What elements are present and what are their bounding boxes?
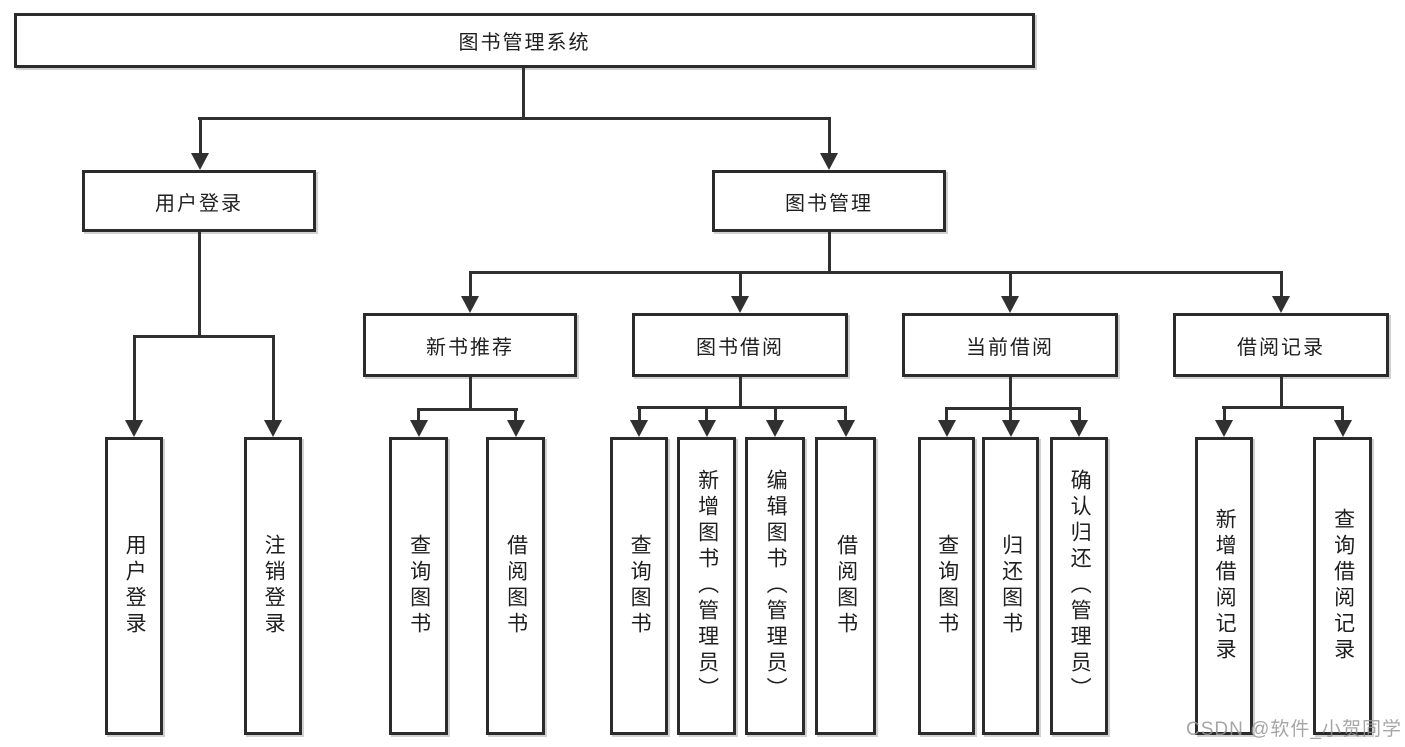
leaf-label: 借阅图书 — [504, 534, 528, 638]
leaf-label: 编辑图书（管理员） — [764, 469, 788, 703]
arrow-down-icon — [637, 406, 641, 420]
connector-line — [1222, 406, 1344, 409]
arrow-down-icon — [844, 406, 847, 420]
leaf-confirm-return-admin: 确认归还（管理员） — [1050, 437, 1108, 735]
arrow-down-icon — [1341, 406, 1344, 420]
leaf-label: 归还图书 — [999, 534, 1023, 638]
connector-line — [1008, 377, 1012, 407]
connector-line — [468, 377, 472, 408]
arrow-down-icon — [827, 117, 831, 153]
connector-line — [827, 232, 831, 273]
arrow-down-icon — [945, 407, 948, 420]
connector-line — [197, 232, 201, 335]
leaf-label: 借阅图书 — [834, 534, 858, 638]
leaf-label: 确认归还（管理员） — [1068, 469, 1092, 703]
connector-line — [738, 377, 742, 406]
arrow-down-icon — [1279, 271, 1283, 296]
leaf-label: 用户登录 — [123, 534, 147, 638]
arrow-down-icon — [705, 406, 708, 420]
arrow-down-icon — [132, 335, 136, 420]
leaf-query-borrow-record: 查询借阅记录 — [1313, 437, 1372, 735]
node-label: 图书借阅 — [696, 336, 784, 359]
arrow-down-icon — [468, 271, 472, 296]
connector-line — [637, 406, 847, 409]
node-borrow-records: 借阅记录 — [1173, 313, 1389, 377]
arrow-down-icon — [417, 408, 420, 420]
leaf-label: 新增借阅记录 — [1213, 508, 1237, 664]
node-label: 用户登录 — [155, 192, 243, 215]
arrow-down-icon — [1077, 407, 1081, 420]
leaf-label: 查询借阅记录 — [1331, 508, 1355, 664]
connector-line — [1279, 377, 1283, 406]
leaf-edit-books-admin: 编辑图书（管理员） — [745, 437, 805, 735]
node-label: 当前借阅 — [966, 336, 1054, 359]
leaf-return-books: 归还图书 — [982, 437, 1039, 735]
node-label: 图书管理 — [785, 192, 873, 215]
csdn-watermark: CSDN @软件_小贺同学 — [1186, 719, 1402, 740]
node-label: 新书推荐 — [426, 336, 514, 359]
leaf-label: 注销登录 — [262, 534, 286, 638]
leaf-query-books-recommend: 查询图书 — [389, 437, 448, 735]
connector-line — [198, 117, 831, 120]
connector-line — [522, 68, 525, 117]
leaf-user-login: 用户登录 — [105, 437, 163, 735]
arrow-down-icon — [1222, 406, 1226, 420]
arrow-down-icon — [514, 408, 517, 420]
node-current-borrow: 当前借阅 — [902, 313, 1118, 377]
arrow-down-icon — [1008, 271, 1012, 296]
connector-line — [132, 335, 274, 338]
leaf-borrow-books: 借阅图书 — [815, 437, 876, 735]
leaf-borrow-books-recommend: 借阅图书 — [486, 437, 545, 735]
leaf-label: 查询图书 — [628, 534, 652, 638]
node-root: 图书管理系统 — [14, 13, 1035, 68]
leaf-query-books: 查询图书 — [610, 437, 668, 735]
leaf-logout: 注销登录 — [244, 437, 302, 735]
arrow-down-icon — [738, 271, 742, 296]
arrow-down-icon — [773, 406, 777, 420]
node-user-login: 用户登录 — [82, 170, 316, 232]
leaf-add-borrow-record: 新增借阅记录 — [1195, 437, 1253, 735]
arrow-down-icon — [271, 335, 275, 420]
connector-line — [417, 408, 518, 411]
leaf-label: 新增图书（管理员） — [695, 469, 719, 703]
leaf-add-books-admin: 新增图书（管理员） — [677, 437, 736, 735]
node-root-label: 图书管理系统 — [458, 32, 591, 54]
leaf-query-books-current: 查询图书 — [918, 437, 975, 735]
connector-line — [468, 271, 1283, 274]
node-label: 借阅记录 — [1237, 336, 1325, 359]
node-book-management: 图书管理 — [712, 170, 946, 232]
node-new-book-recommend: 新书推荐 — [363, 313, 577, 377]
leaf-label: 查询图书 — [407, 534, 431, 638]
node-book-borrow: 图书借阅 — [632, 313, 848, 377]
connector-line — [945, 407, 1081, 410]
leaf-label: 查询图书 — [935, 534, 959, 638]
arrow-down-icon — [198, 117, 202, 153]
arrow-down-icon — [1009, 407, 1012, 420]
